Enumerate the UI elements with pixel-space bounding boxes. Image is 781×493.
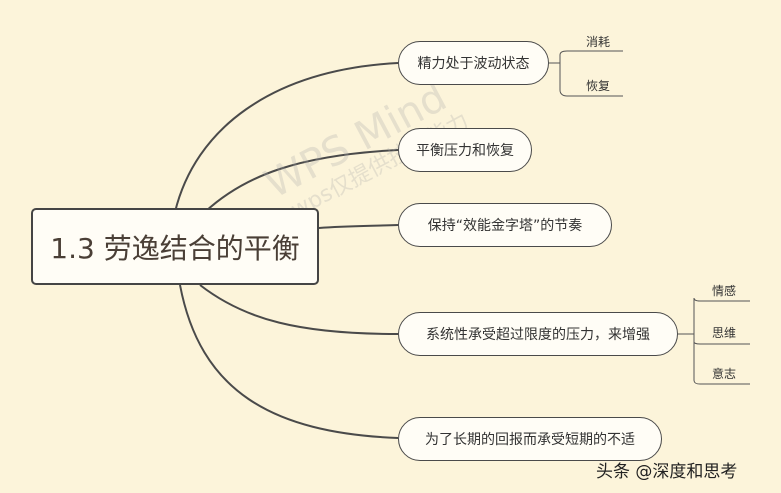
root-topic[interactable]: 1.3 劳逸结合的平衡 <box>31 208 319 285</box>
branch-label: 精力处于波动状态 <box>417 56 530 72</box>
connector-branch-5 <box>179 284 399 439</box>
connector-leaf-consume <box>549 50 623 64</box>
connector-leaf-recover <box>559 63 623 97</box>
connector-branch-2 <box>204 149 399 213</box>
leaf-will[interactable]: 意志 <box>712 367 737 381</box>
leaf-consume[interactable]: 消耗 <box>586 35 611 49</box>
branch-label: 平衡压力和恢复 <box>416 143 514 159</box>
branch-label: 为了长期的回报而承受短期的不适 <box>425 432 635 448</box>
branch-node-pyramid-rhythm[interactable]: 保持“效能金字塔”的节奏 <box>398 203 612 247</box>
connector-leaf-will <box>693 342 750 385</box>
branch-node-long-term[interactable]: 为了长期的回报而承受短期的不适 <box>398 417 662 461</box>
branch-label: 系统性承受超过限度的压力，来增强 <box>426 327 650 343</box>
leaf-recover[interactable]: 恢复 <box>586 79 611 93</box>
connector-branch-4 <box>199 284 399 335</box>
source-credit: 头条 @深度和思考 <box>596 462 738 482</box>
branch-label: 保持“效能金字塔”的节奏 <box>427 218 583 234</box>
branch-node-systematic-stress[interactable]: 系统性承受超过限度的压力，来增强 <box>398 312 678 356</box>
leaf-emotion[interactable]: 情感 <box>712 284 737 298</box>
connector-branch-3 <box>318 224 399 229</box>
branch-node-balance[interactable]: 平衡压力和恢复 <box>398 128 532 172</box>
connector-leaf-emotion <box>678 297 750 335</box>
leaf-thought[interactable]: 思维 <box>712 326 737 340</box>
branch-node-fluctuation[interactable]: 精力处于波动状态 <box>398 41 549 85</box>
root-topic-label: 1.3 劳逸结合的平衡 <box>50 231 300 265</box>
connector-branch-1 <box>174 62 399 213</box>
